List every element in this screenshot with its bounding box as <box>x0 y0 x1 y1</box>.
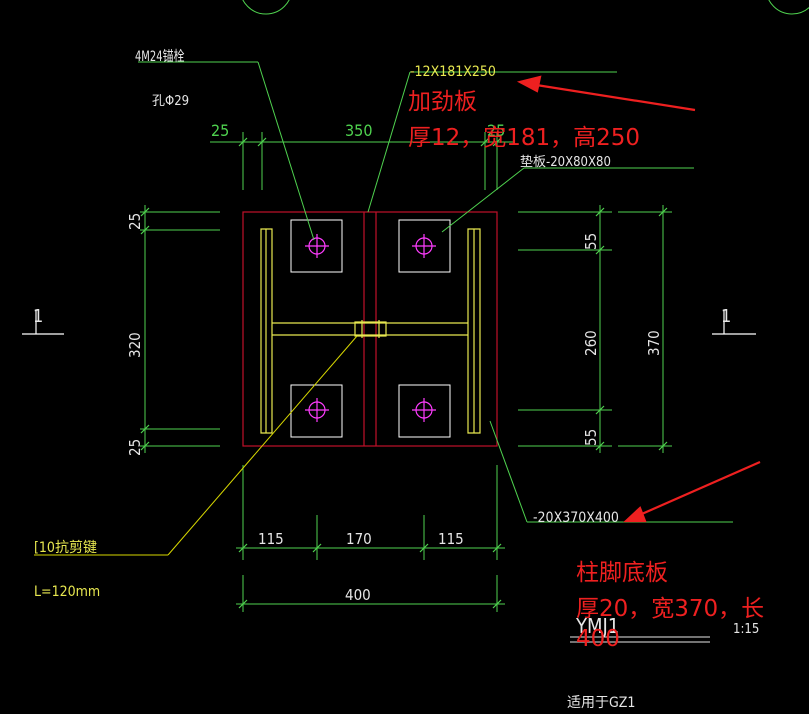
dim-bottom-mid: 170 <box>346 530 372 548</box>
washer-plates <box>290 219 451 438</box>
dim-top-span: 350 <box>345 121 372 140</box>
anchor-bolts <box>305 234 436 422</box>
anchor-bolt-label: 4M24锚栓 <box>135 49 185 66</box>
scale-label: 1:15 <box>733 622 759 637</box>
washer-spec-label: 垫板-20X80X80 <box>520 154 611 170</box>
dim-top-edge: 25 <box>211 121 229 140</box>
shear-key-leader <box>34 335 358 556</box>
stiffener-spec-label: -12X181X250 <box>410 64 496 80</box>
section-left-label: 1 <box>33 306 43 327</box>
section-marks <box>22 310 756 335</box>
dim-left-bottom: 25 <box>126 439 144 456</box>
title-label: YMJ1 <box>575 614 619 638</box>
dim-left-mid: 320 <box>126 332 144 358</box>
dim-bottom-right: 115 <box>438 530 464 548</box>
stiffener-annotation-detail: 厚12，宽181，高250 <box>408 125 640 151</box>
base-plate-annotation-detail-2: 400 <box>576 626 620 652</box>
shear-key-label: [10抗剪键 <box>34 540 97 556</box>
stiffener-plate <box>363 212 377 446</box>
section-right-label: 1 <box>721 306 731 327</box>
base-plate <box>242 211 498 447</box>
dim-bottom-total: 400 <box>345 586 371 604</box>
dim-top-right: 25 <box>487 121 505 140</box>
top-grid-bubbles <box>242 0 809 15</box>
dim-left-top: 25 <box>126 213 144 230</box>
dimension-lines <box>140 132 672 612</box>
shear-key-length-label: L=120mm <box>34 584 100 600</box>
dim-right-mid: 260 <box>582 330 600 356</box>
red-arrows <box>516 75 761 523</box>
dimension-ticks <box>140 137 668 609</box>
dim-right-bottom: 55 <box>582 429 600 446</box>
bolt-hole-label: 孔Φ29 <box>152 94 189 109</box>
dim-right-total: 370 <box>645 330 663 356</box>
base-plate-spec-label: -20X370X400 <box>533 510 619 526</box>
dim-bottom-left: 115 <box>258 530 284 548</box>
applies-to-label: 适用于GZ1 <box>567 695 635 711</box>
base-plate-annotation-title: 柱脚底板 <box>576 560 668 586</box>
dim-right-top: 55 <box>582 233 600 250</box>
base-plate-annotation-detail-1: 厚20，宽370，长 <box>576 596 764 622</box>
leader-lines <box>138 61 733 523</box>
stiffener-annotation-title: 加劲板 <box>408 89 477 115</box>
title-underline <box>570 636 710 643</box>
h-column-section <box>260 228 481 434</box>
